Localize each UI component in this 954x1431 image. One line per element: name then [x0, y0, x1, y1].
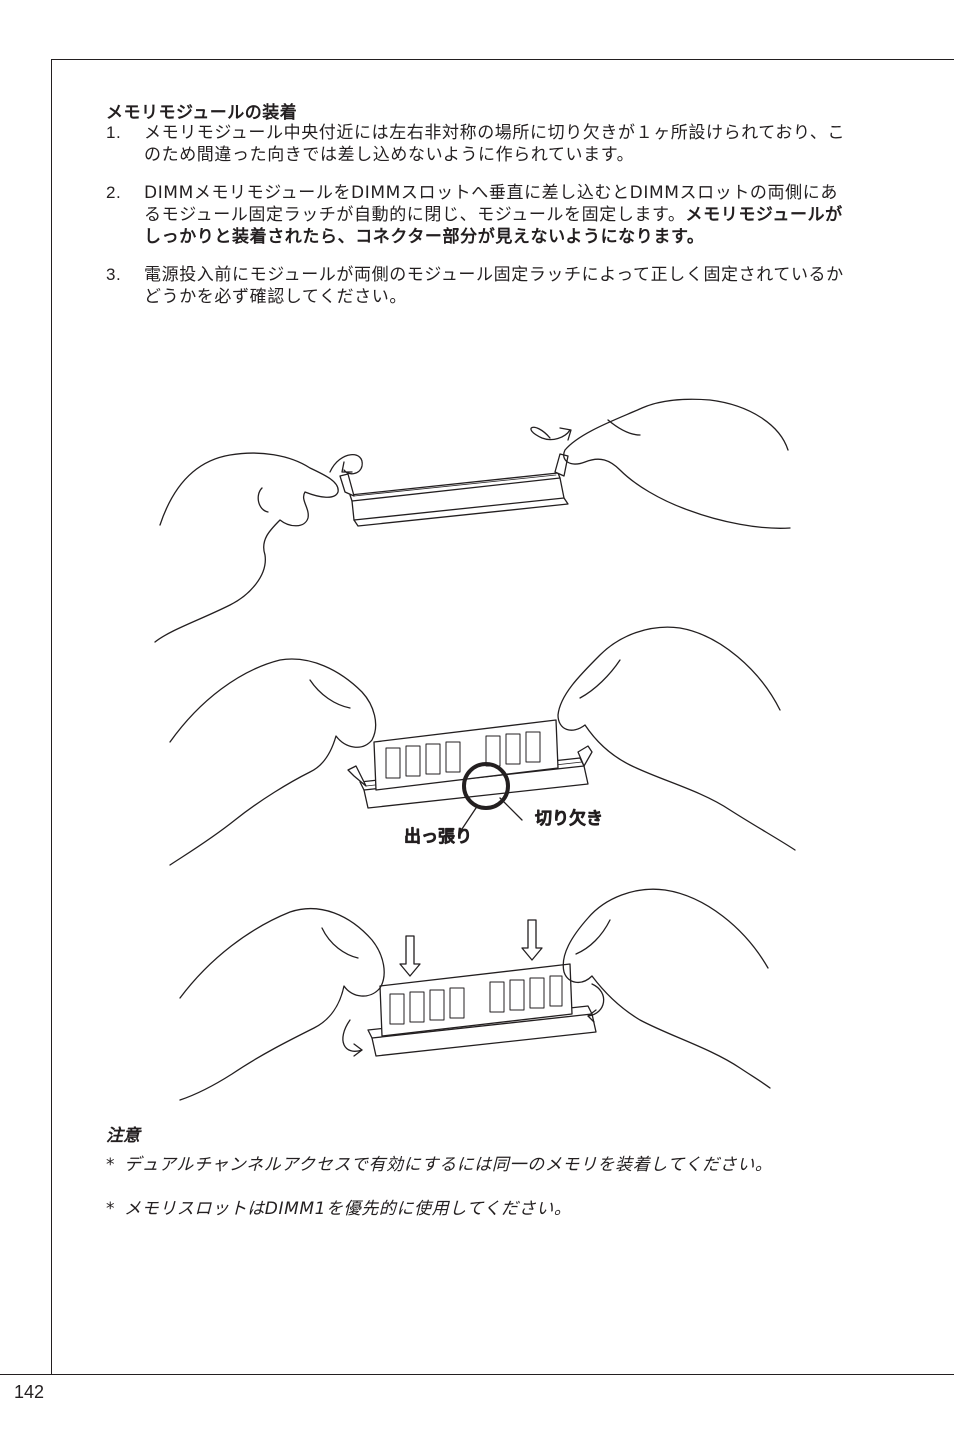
step-text: メモリモジュール中央付近には左右非対称の場所に切り欠きが１ヶ所設けられており、こ…	[144, 123, 846, 165]
hand-left	[169, 658, 377, 866]
down-arrow-left	[399, 935, 421, 977]
step-number: 2.	[106, 183, 122, 202]
install-steps: 1. メモリモジュール中央付近には左右非対称の場所に切り欠きが１ヶ所設けられてお…	[106, 122, 846, 324]
step-3: 3. 電源投入前にモジュールが両側のモジュール固定ラッチによって正しく固定されて…	[106, 264, 846, 308]
page-number: 142	[14, 1382, 45, 1402]
step-text: 電源投入前にモジュールが両側のモジュール固定ラッチによって正しく固定されているか…	[144, 265, 844, 307]
dimm-installation-illustration: 切り欠き 出っ張り	[140, 380, 820, 1110]
step-2: 2. DIMMメモリモジュールをDIMMスロットへ垂直に差し込むとDIMMスロッ…	[106, 182, 846, 248]
down-arrow-right	[521, 919, 543, 961]
step-number: 1.	[106, 123, 122, 142]
step-number: 3.	[106, 265, 122, 284]
latch-right	[554, 453, 569, 477]
notch-highlight	[462, 762, 510, 810]
hand-right	[563, 398, 791, 529]
step-1: 1. メモリモジュール中央付近には左右非対称の場所に切り欠きが１ヶ所設けられてお…	[106, 122, 846, 166]
rotate-arrow-left	[329, 454, 363, 475]
hand-left	[154, 452, 339, 643]
label-protrusion: 出っ張り	[404, 827, 472, 847]
panel-open-latches	[154, 426, 572, 643]
hand-left	[179, 908, 385, 1101]
frame-left-rule	[51, 59, 52, 1374]
note-item: * デュアルチャンネルアクセスで有効にするには同一のメモリを装着してください。	[106, 1154, 846, 1176]
label-notch: 切り欠き	[535, 809, 603, 829]
rotate-arrow-right	[587, 983, 605, 1017]
note-marker: *	[106, 1155, 116, 1175]
note-marker: *	[106, 1199, 116, 1219]
rotate-arrow-right	[530, 426, 571, 441]
section-heading: メモリモジュールの装着	[106, 103, 298, 123]
panel-insert-module	[169, 626, 796, 866]
latch-left	[339, 473, 355, 497]
step-text: DIMMメモリモジュールをDIMMスロットへ垂直に差し込むとDIMMスロットの両…	[144, 183, 838, 225]
panel1-right-hand	[563, 398, 791, 529]
frame-bottom-rule	[0, 1374, 954, 1375]
note-item: * メモリスロットはDIMM1を優先的に使用してください。	[106, 1198, 846, 1220]
note-list: * デュアルチャンネルアクセスで有効にするには同一のメモリを装着してください。 …	[106, 1154, 846, 1242]
note-text: デュアルチャンネルアクセスで有効にするには同一のメモリを装着してください。	[124, 1155, 773, 1175]
note-title: 注意	[106, 1126, 140, 1146]
rotate-arrow-left	[342, 1019, 363, 1052]
panel-press-down	[179, 888, 771, 1101]
frame-top-rule	[51, 59, 954, 60]
step-emphasis: メモリモジュールがしっかりと装着されたら、コネクター部分が見えないようになります…	[144, 205, 843, 247]
note-text: メモリスロットはDIMM1を優先的に使用してください。	[124, 1199, 572, 1219]
dimm-slot	[349, 472, 561, 502]
